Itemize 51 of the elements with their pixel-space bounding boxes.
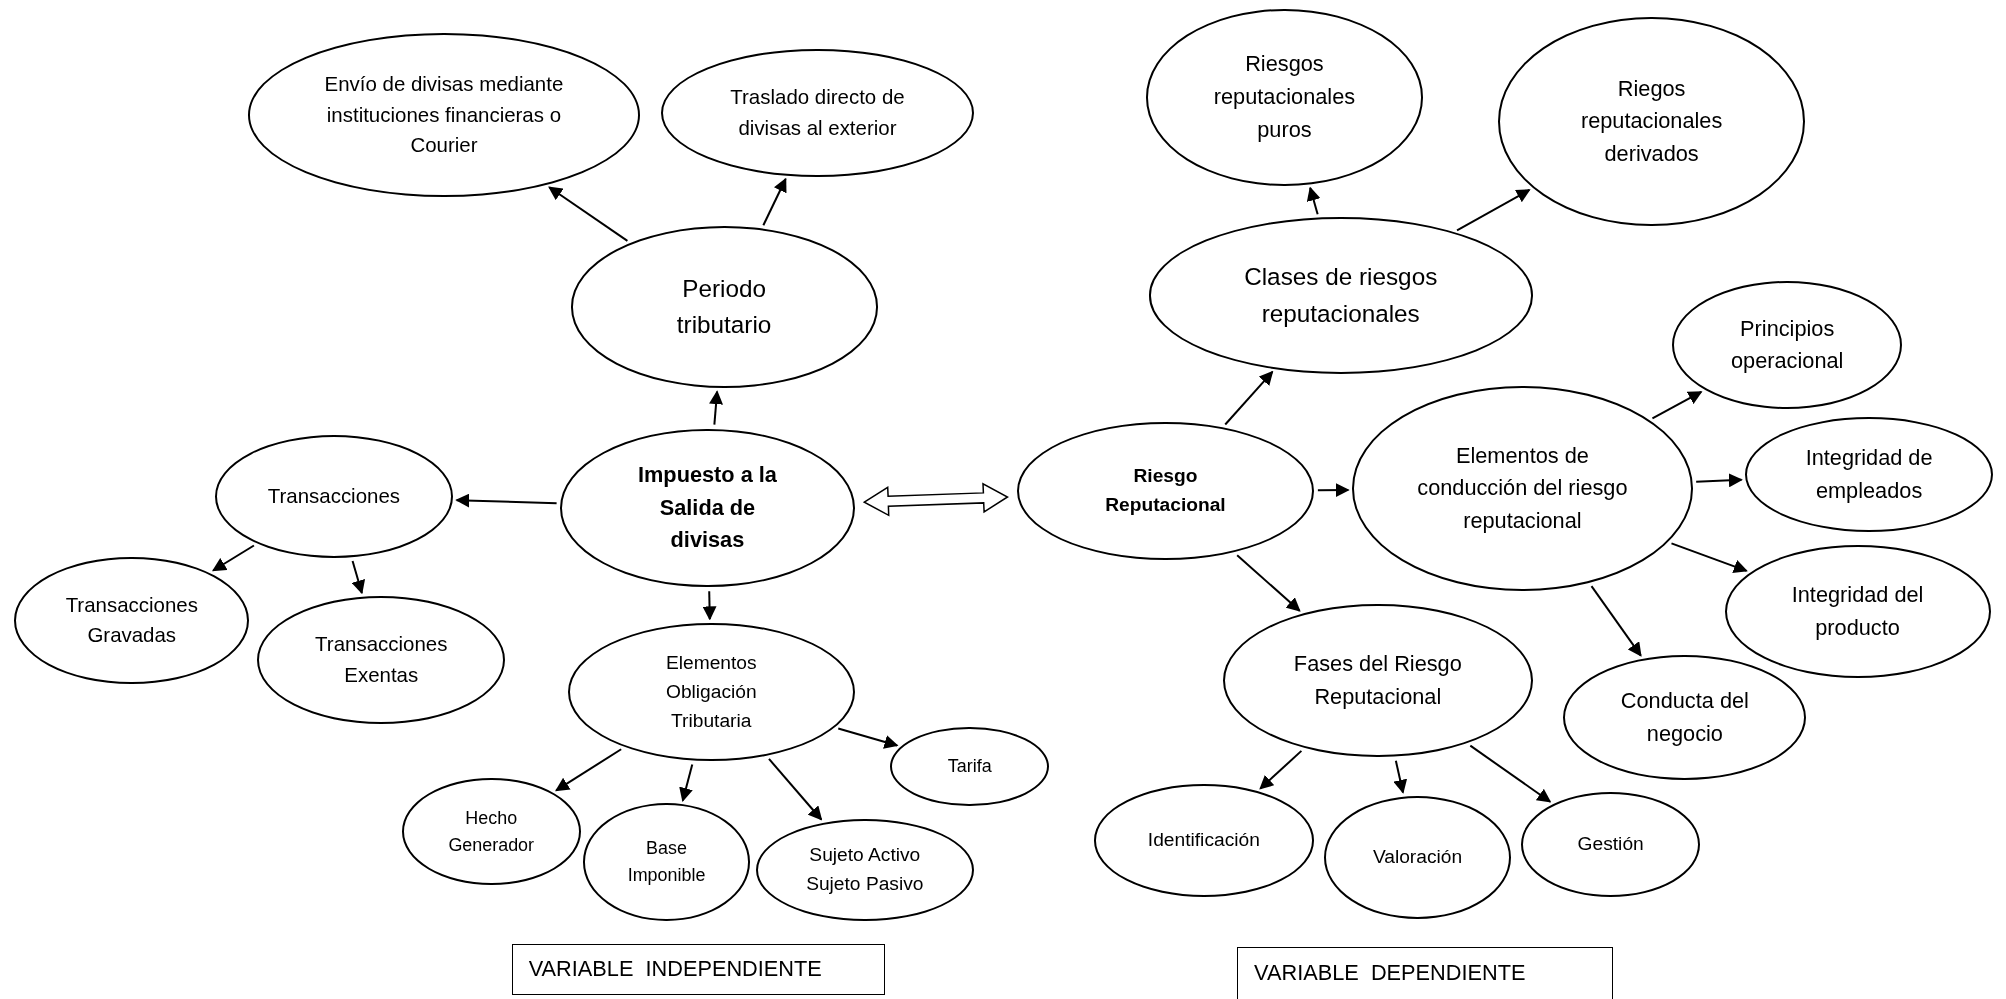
arrow — [1259, 749, 1303, 790]
node-text: Hecho Generador — [447, 806, 536, 857]
node-text: Riesgo Reputacional — [1104, 464, 1227, 518]
node-text: Sujeto Activo Sujeto Pasivo — [805, 843, 925, 896]
node-text: Transacciones — [267, 483, 400, 509]
node-text: Conducta del negocio — [1619, 687, 1750, 748]
node-text: Periodo tributario — [675, 273, 773, 341]
arrow — [1236, 554, 1301, 612]
arrow — [1651, 390, 1703, 420]
node-text: Elementos Obligación Tributaria — [664, 650, 758, 733]
variable-label-box — [1237, 946, 1614, 999]
arrow — [548, 186, 629, 242]
node-text: Traslado directo de divisas al exterior — [729, 83, 906, 141]
arrow — [679, 763, 694, 802]
arrow — [351, 559, 366, 595]
arrow — [455, 493, 558, 508]
node-text: Elementos de conducción del riesgo reputacional — [1416, 441, 1629, 535]
arrow — [837, 727, 899, 749]
node-text: Principios operacional — [1730, 314, 1845, 376]
node-text: Valoración — [1372, 844, 1463, 869]
variable-label-box — [511, 944, 886, 996]
arrow — [1590, 585, 1642, 657]
node-text: Integridad del producto — [1790, 580, 1925, 642]
arrow — [762, 177, 787, 227]
node-text: Tarifa — [947, 754, 992, 778]
node-text: VARIABLE INDEPENDIENTE — [528, 955, 822, 984]
node-text: Clases de riesgos reputacionales — [1243, 262, 1439, 329]
node-text: Identificación — [1147, 828, 1260, 853]
arrow — [1316, 483, 1350, 498]
arrow — [702, 590, 717, 621]
node-text: Riegos reputacionales derivados — [1579, 74, 1724, 168]
node-text: Fases del Riesgo Reputacional — [1292, 649, 1463, 711]
double-block-arrow — [862, 482, 1009, 517]
arrow — [1306, 186, 1321, 216]
node-text: Transacciones Exentas — [314, 631, 449, 689]
node-text: VARIABLE DEPENDIENTE — [1254, 959, 1526, 988]
arrow — [1670, 542, 1748, 574]
node-text: Integridad de empleados — [1804, 444, 1934, 505]
arrow — [212, 544, 255, 572]
node-text: Envío de divisas mediante instituciones financieras o Courier — [323, 71, 565, 159]
arrow — [1393, 759, 1408, 794]
node-text: Transacciones Gravadas — [64, 591, 199, 649]
arrow — [1695, 473, 1743, 488]
node-text: Base Imponible — [626, 837, 707, 888]
arrow — [1456, 188, 1531, 232]
arrow — [555, 748, 623, 792]
arrow — [1469, 744, 1552, 803]
arrow — [709, 390, 724, 426]
node-text: Riesgos reputacionales puros — [1212, 50, 1357, 144]
node-text: Gestión — [1577, 831, 1644, 856]
node-text: Impuesto a la Salida de divisas — [637, 460, 778, 555]
